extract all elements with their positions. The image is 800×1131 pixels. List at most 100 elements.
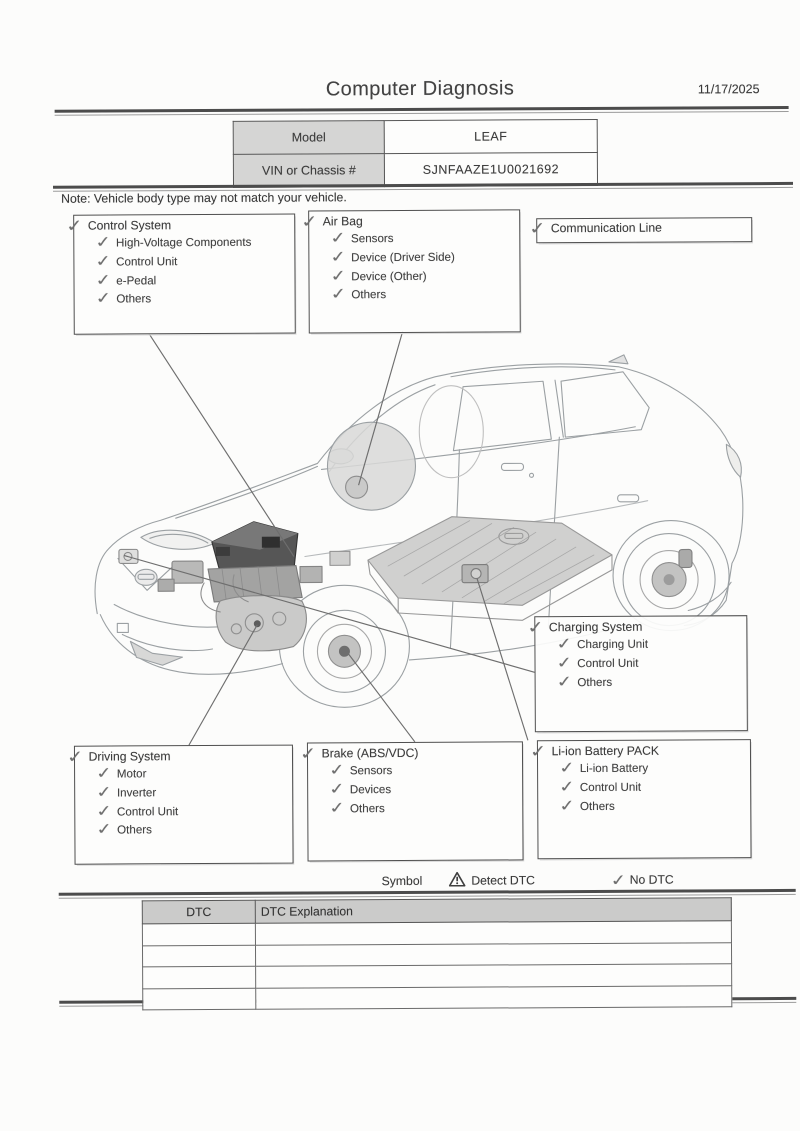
divider-top [54, 105, 789, 116]
check-icon: ✓ [300, 212, 319, 232]
check-icon: ✓ [94, 288, 113, 308]
dtc-row [142, 920, 732, 946]
leader-control-system [148, 332, 295, 557]
dtc-cell [255, 920, 732, 945]
rear-wheel [622, 533, 716, 627]
check-icon: ✓ [328, 797, 346, 817]
leader-charging-system [123, 554, 535, 673]
brake-caliper [678, 548, 693, 569]
check-icon: ✓ [329, 228, 347, 247]
system-box-communication-line: ✓Communication Line [528, 217, 753, 244]
battery-emblem [498, 527, 530, 545]
check-icon: ✓ [329, 246, 347, 266]
page-title: Computer Diagnosis [325, 77, 515, 101]
no-dtc-label: No DTC [629, 872, 674, 887]
airbag-target [345, 475, 369, 499]
system-subitem: ✓Inverter [95, 782, 157, 801]
motor-unit [157, 521, 351, 652]
check-icon: ✓ [328, 760, 346, 779]
body-type-note: Note: Vehicle body type may not match yo… [61, 190, 347, 206]
leader-air-bag [358, 330, 404, 486]
warning-triangle-icon [448, 871, 466, 890]
check-icon: ✓ [555, 652, 574, 672]
leader-brake [345, 650, 416, 743]
windshield [452, 380, 552, 452]
grille [117, 557, 173, 591]
leader-lines [123, 330, 535, 746]
motor-target [253, 620, 261, 628]
front-door-handle [500, 462, 525, 472]
symbol-legend: Symbol Detect DTC ✓ No DTC [381, 870, 674, 891]
airbag-disc [326, 421, 417, 511]
table-row: VIN or Chassis # SJNFAAZE1U0021692 [233, 152, 598, 188]
battery-pack [367, 516, 613, 621]
rear-door-handle [617, 494, 640, 503]
check-icon: ✓ [95, 819, 113, 839]
dtc-header-row: DTC DTC Explanation [142, 897, 732, 924]
dtc-row [142, 963, 732, 989]
dtc-row [142, 985, 732, 1010]
check-icon: ✓ [94, 251, 113, 270]
check-icon: ✓ [65, 216, 84, 237]
check-icon: ✓ [558, 795, 576, 814]
car-body-outline [94, 363, 744, 627]
check-icon: ✓ [528, 218, 547, 239]
system-subitem: ✓Sensors [329, 228, 394, 247]
headlight [140, 529, 216, 550]
check-icon: ✓ [94, 269, 113, 289]
system-subitem: ✓Others [94, 288, 152, 308]
front-emblem [134, 568, 158, 586]
check-icon: ✓ [555, 633, 574, 653]
check-icon: ✓ [95, 763, 113, 782]
vehicle-info-table: Model LEAF VIN or Chassis # SJNFAAZE1U00… [232, 118, 599, 188]
system-box-li-ion-battery-pack: ✓Li-ion Battery PACK✓Li-ion Battery✓Cont… [529, 739, 752, 860]
check-icon: ✓ [528, 741, 548, 762]
system-label: ✓Communication Line [528, 218, 662, 239]
system-subitem: ✓e-Pedal [94, 269, 157, 289]
system-subitem: ✓Others [558, 795, 615, 814]
system-subitem: ✓Li-ion Battery [558, 757, 649, 777]
leader-driving-system [188, 624, 258, 746]
system-box-air-bag: ✓Air Bag✓Sensors✓Device (Driver Side)✓De… [300, 209, 521, 334]
check-icon: ✓ [526, 617, 546, 638]
battery-controller [461, 563, 489, 584]
check-icon: ✓ [558, 757, 576, 777]
system-subitem: ✓Others [328, 797, 385, 817]
charge-port [118, 548, 139, 565]
front-wheel-arch [278, 584, 410, 708]
check-icon: ✓ [95, 782, 113, 801]
dtc-column-header: DTC [142, 900, 256, 924]
rear-wheel-arch [612, 520, 730, 632]
system-subitem: ✓Control Unit [555, 652, 639, 672]
tail-lamp [725, 443, 742, 478]
check-icon: ✓ [329, 265, 348, 285]
seat-outline [418, 385, 484, 479]
dtc-cell [142, 944, 256, 967]
detect-dtc-label: Detect DTC [471, 873, 535, 888]
leader-li-ion-battery [476, 578, 529, 741]
vin-label: VIN or Chassis # [233, 153, 385, 188]
dtc-cell [142, 966, 256, 989]
vin-value: SJNFAAZE1U0021692 [384, 152, 598, 187]
check-icon: ✓ [558, 776, 576, 796]
roof-antenna [608, 354, 629, 365]
system-subitem: ✓Control Unit [94, 251, 178, 270]
dtc-row [142, 942, 732, 967]
check-icon: ✓ [298, 744, 318, 764]
report-date: 11/17/2025 [697, 82, 760, 97]
check-icon: ✓ [329, 284, 348, 303]
dtc-cell [255, 942, 732, 967]
table-row: Model LEAF [233, 119, 598, 155]
rear-window [560, 371, 650, 438]
check-icon: ✓ [609, 870, 628, 889]
dtc-table: DTC DTC Explanation [141, 897, 733, 1011]
dtc-cell [142, 923, 256, 946]
system-subitem: ✓Device (Other) [329, 265, 427, 285]
system-subitem: ✓Control Unit [95, 800, 179, 820]
system-subitem: ✓Others [329, 284, 387, 303]
symbol-label: Symbol [381, 873, 423, 889]
check-icon: ✓ [328, 778, 346, 798]
system-subitem: ✓Device (Driver Side) [329, 246, 455, 266]
